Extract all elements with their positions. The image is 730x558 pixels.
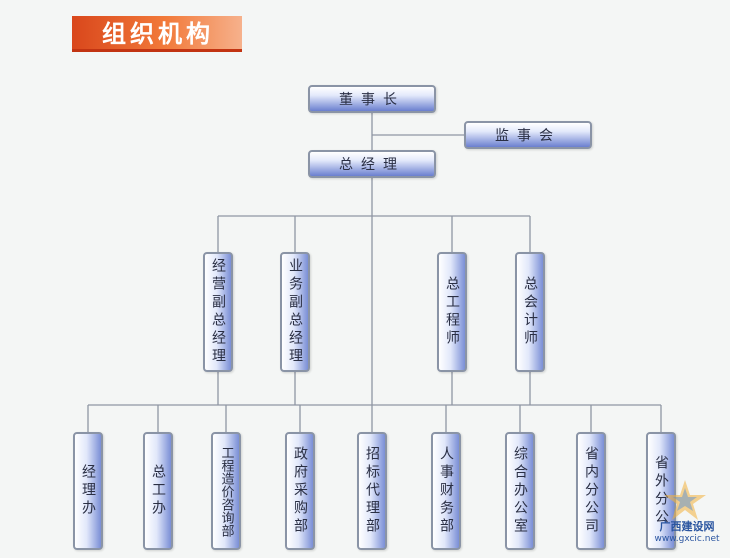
node-chief-engineer: 总工程师 [437,252,467,372]
watermark: 广西建设网 www.gxcic.net [652,520,722,552]
node-out-province-branch: 省外分公 [646,432,676,550]
node-chief-accountant: 总会计师 [515,252,545,372]
node-chairman: 董事长 [308,85,436,113]
node-supervisory-board: 监事会 [464,121,592,149]
watermark-site-name: 广西建设网 [659,520,715,533]
node-hr-finance-dept: 人事财务部 [431,432,461,550]
watermark-star-icon [664,480,706,520]
node-general-manager: 总经理 [308,150,436,178]
node-general-office: 综合办公室 [505,432,535,550]
watermark-url: www.gxcic.net [654,534,720,544]
node-in-province-branch: 省内分公司 [576,432,606,550]
node-deputy-gm-operations: 经营副总经理 [203,252,233,372]
node-deputy-gm-business: 业务副总经理 [280,252,310,372]
node-chief-engineer-office: 总工办 [143,432,173,550]
node-cost-consulting-dept: 工程造价咨询部 [211,432,241,550]
node-gov-procurement-dept: 政府采购部 [285,432,315,550]
node-manager-office: 经理办 [73,432,103,550]
node-tender-agency-dept: 招标代理部 [357,432,387,550]
page-title: 组织机构 [72,16,242,52]
